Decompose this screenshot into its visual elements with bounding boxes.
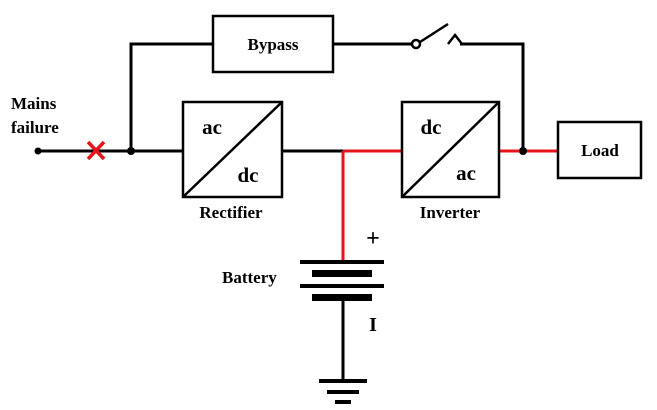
bypass-switch-icon xyxy=(410,22,463,50)
ground-icon xyxy=(319,379,367,404)
active-path xyxy=(341,149,558,262)
battery-icon xyxy=(300,260,384,301)
bypass-block: Bypass xyxy=(211,14,335,74)
failure-x-icon xyxy=(86,140,106,161)
inverter-ac-label: ac xyxy=(456,161,476,185)
battery-label: Battery xyxy=(222,268,277,287)
failure-label: failure xyxy=(11,118,59,137)
load-block: Load xyxy=(556,120,643,180)
battery-plus-label: + xyxy=(366,226,380,252)
rectifier-label: Rectifier xyxy=(199,203,263,222)
bypass-label: Bypass xyxy=(247,35,298,54)
mains-label: Mains xyxy=(11,94,57,113)
inverter-block: dc ac xyxy=(400,100,501,199)
rectifier-dc-label: dc xyxy=(238,163,259,187)
load-label: Load xyxy=(581,141,619,160)
rectifier-block: ac dc xyxy=(181,100,284,199)
input-terminal-dot xyxy=(34,147,42,155)
output-junction-dot xyxy=(519,147,527,155)
battery-minus-label: I xyxy=(369,314,377,336)
wiring xyxy=(38,42,525,380)
inverter-dc-label: dc xyxy=(421,115,442,139)
inverter-label: Inverter xyxy=(420,203,481,222)
bypass-junction-dot xyxy=(127,147,135,155)
rectifier-ac-label: ac xyxy=(202,115,222,139)
